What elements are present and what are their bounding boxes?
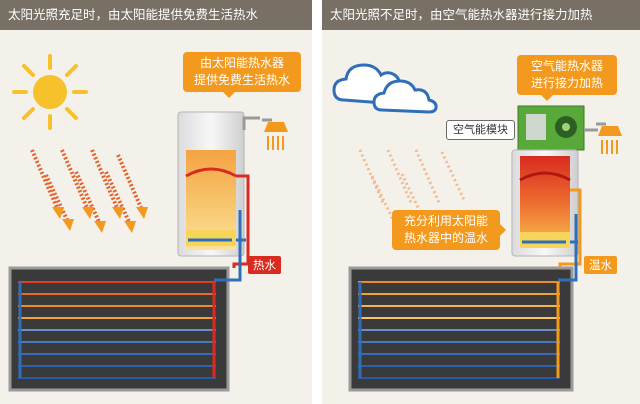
solar-collector bbox=[8, 266, 230, 392]
ray-arrowheads bbox=[52, 207, 148, 233]
shower-head-icon bbox=[262, 118, 288, 150]
sunny-diagram bbox=[8, 54, 288, 392]
cloudy-diagram bbox=[332, 63, 622, 392]
solar-callout-line-2: 提供免费生活热水 bbox=[193, 73, 290, 87]
sun-rays bbox=[30, 149, 144, 225]
solar-callout-line-1: 由太阳能热水器 bbox=[199, 56, 284, 70]
air-energy-module bbox=[517, 105, 585, 151]
solar-water-tank bbox=[177, 111, 245, 257]
warm-water-callout-line-1: 充分利用太阳能 bbox=[403, 214, 488, 228]
cloud-icon bbox=[332, 63, 438, 114]
air-energy-callout-line-1: 空气能热水器 bbox=[530, 59, 603, 73]
air-module-label: 空气能模块 bbox=[446, 120, 515, 140]
warm-water-callout-line-2: 热水器中的温水 bbox=[403, 231, 488, 245]
sun-icon bbox=[12, 54, 88, 130]
air-energy-callout: 空气能热水器 进行接力加热 bbox=[517, 55, 617, 101]
sunny-panel-header: 太阳光照充足时，由太阳能提供免费生活热水 bbox=[0, 0, 312, 30]
warm-water-label: 温水 bbox=[584, 256, 617, 274]
cloudy-panel-header: 太阳光照不足时，由空气能热水器进行接力加热 bbox=[322, 0, 640, 30]
solar-collector bbox=[348, 266, 574, 392]
sunny-panel: 太阳光照充足时，由太阳能提供免费生活热水 bbox=[0, 0, 312, 404]
solar-callout: 由太阳能热水器 提供免费生活热水 bbox=[183, 52, 301, 98]
cloudy-panel: 太阳光照不足时，由空气能热水器进行接力加热 bbox=[322, 0, 640, 404]
warm-water-callout: 充分利用太阳能 热水器中的温水 bbox=[392, 210, 506, 250]
air-energy-callout-line-2: 进行接力加热 bbox=[530, 76, 603, 90]
hot-water-label: 热水 bbox=[248, 256, 281, 274]
shower-head-icon bbox=[596, 122, 622, 154]
air-energy-water-tank bbox=[511, 149, 579, 257]
pipes bbox=[558, 128, 598, 282]
weak-sun-rays bbox=[358, 149, 466, 223]
